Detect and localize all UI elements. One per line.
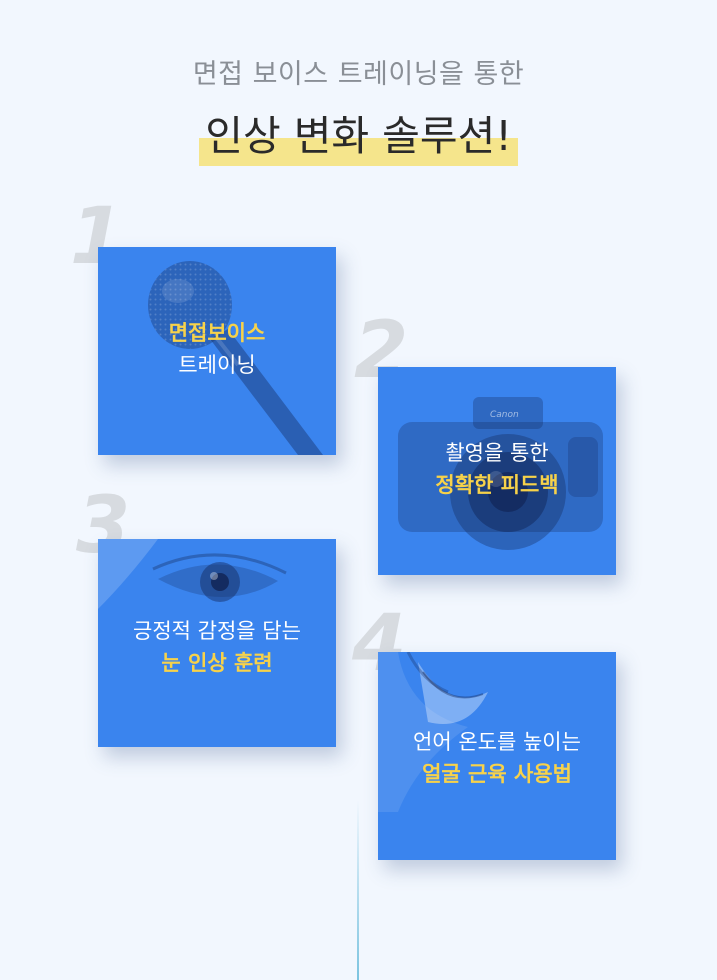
card-2-line2: 정확한 피드백 <box>435 473 559 497</box>
card-3-line1: 긍정적 감정을 담는 <box>133 619 301 643</box>
camera-icon: Canon <box>398 397 603 550</box>
card-voice-training: 면접보이스 트레이닝 <box>98 247 336 455</box>
card-4-line1: 언어 온도를 높이는 <box>413 730 581 754</box>
header-subtitle: 면접 보이스 트레이닝을 통한 <box>192 59 525 90</box>
header-title: 인상 변화 솔루션! <box>199 108 518 166</box>
card-2-line1: 촬영을 통한 <box>445 441 549 465</box>
title-highlight <box>199 138 518 166</box>
card-1-line2: 트레이닝 <box>178 353 256 377</box>
card-3-line2: 눈 인상 훈련 <box>161 651 273 675</box>
microphone-icon <box>148 261 323 455</box>
card-1-line1: 면접보이스 <box>168 321 266 345</box>
eye-icon <box>98 539 287 609</box>
timeline-line <box>357 800 359 980</box>
header-title-wrap: 인상 변화 솔루션! <box>0 108 717 166</box>
card-eye-training: 긍정적 감정을 담는 눈 인상 훈련 <box>98 539 336 747</box>
smile-icon <box>378 652 488 812</box>
header-title-text: 인상 변화 솔루션! <box>205 112 512 160</box>
card-face-muscle: 언어 온도를 높이는 얼굴 근육 사용법 <box>378 652 616 860</box>
card-4-line2: 얼굴 근육 사용법 <box>422 762 572 786</box>
card-feedback: Canon 촬영을 통한 정확한 피드백 <box>378 367 616 575</box>
svg-text:Canon: Canon <box>490 410 519 420</box>
